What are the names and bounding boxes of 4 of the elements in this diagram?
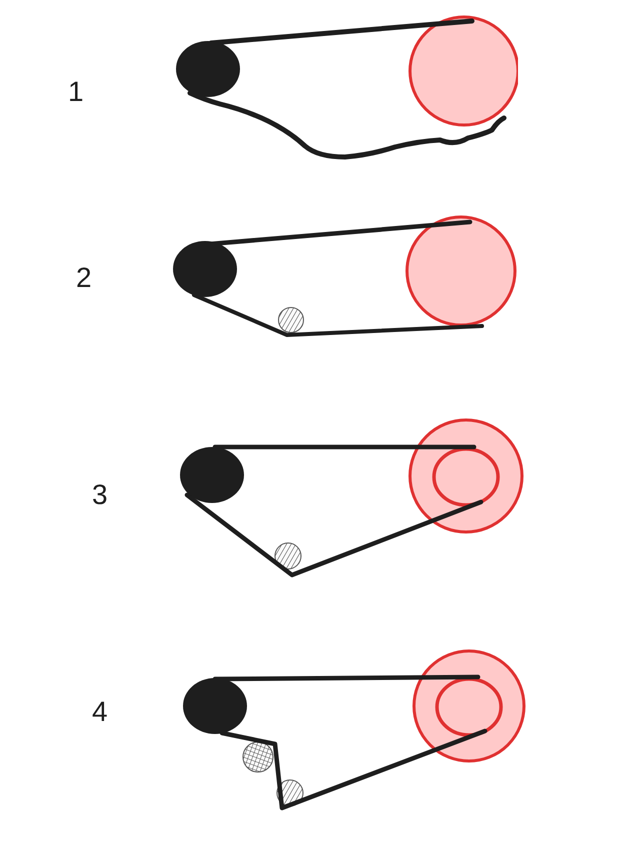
step-number: 3 xyxy=(92,479,108,511)
step-number: 1 xyxy=(68,76,84,108)
step-number: 4 xyxy=(92,696,108,728)
step-number: 2 xyxy=(76,262,92,294)
